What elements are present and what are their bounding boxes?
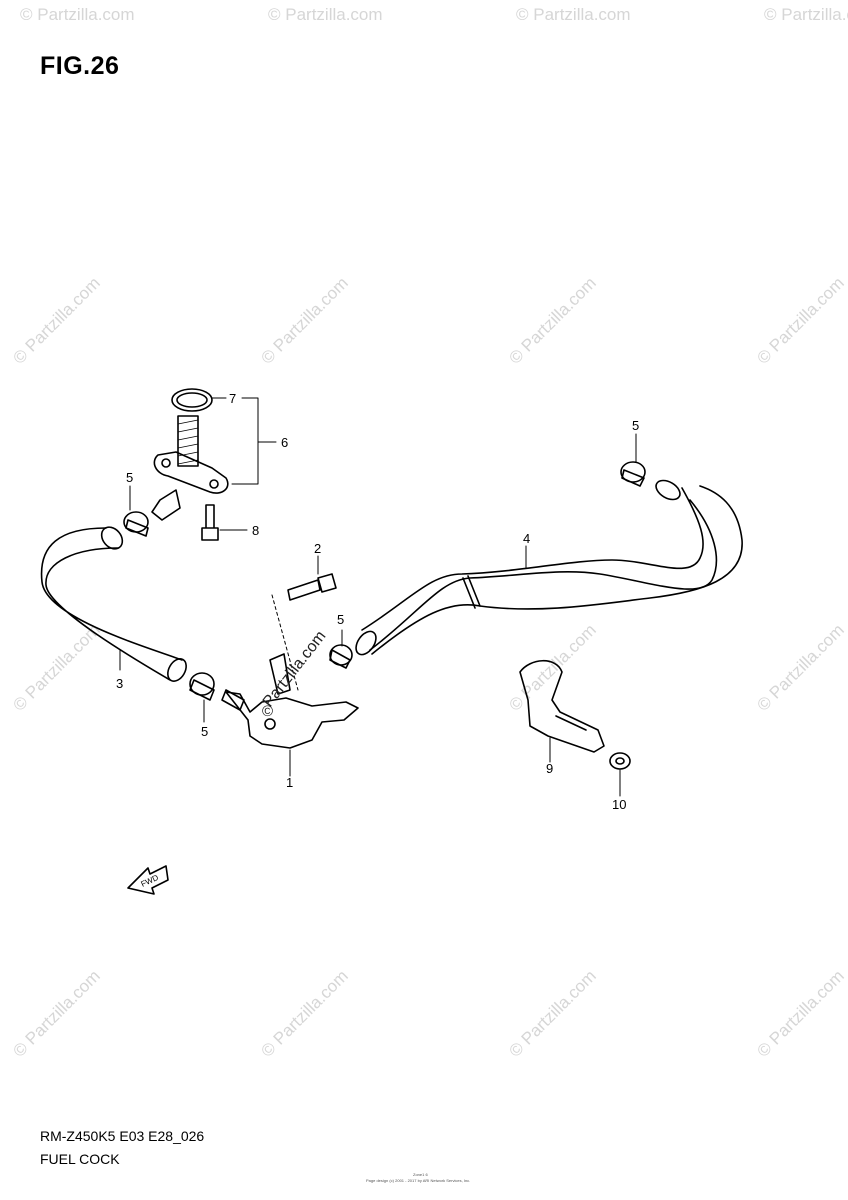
- fwd-arrow-icon: [127, 865, 169, 895]
- watermark: © Partzilla.com: [764, 5, 848, 24]
- callout-3: 3: [116, 676, 123, 691]
- page-credit-line1: Zone1 6: [413, 1172, 428, 1177]
- clamp-top-left: [123, 511, 149, 537]
- callout-9: 9: [546, 761, 553, 776]
- bolt: [201, 504, 219, 541]
- callout-6: 6: [281, 435, 288, 450]
- hose-left-end-top: [100, 526, 124, 550]
- fuel-cock-inlet: [221, 689, 245, 711]
- watermark: © Partzilla.com: [268, 5, 383, 24]
- callout-5: 5: [337, 612, 344, 627]
- bracket-slot: [555, 715, 587, 731]
- callout-5: 5: [126, 470, 133, 485]
- washer: [609, 752, 631, 770]
- screw: [287, 573, 337, 601]
- bracket: [519, 659, 605, 753]
- watermark: © Partzilla.com: [505, 273, 599, 367]
- hose-long-body: [371, 485, 743, 655]
- center-watermark-copyright: ©: [262, 703, 273, 720]
- fuel-cock-pivot: [264, 718, 276, 730]
- clamp-bottom-left: [189, 672, 215, 701]
- hose-long-end-left: [355, 630, 377, 656]
- watermark: © Partzilla.com: [505, 966, 599, 1060]
- hose-left: [40, 527, 183, 681]
- hose-long-end-right: [655, 479, 681, 501]
- callout-1: 1: [286, 775, 293, 790]
- clamp-top-right: [620, 461, 646, 487]
- watermark: © Partzilla.com: [9, 620, 103, 714]
- callout-5: 5: [632, 418, 639, 433]
- leader-lines: [119, 397, 637, 797]
- callout-2: 2: [314, 541, 321, 556]
- watermark: © Partzilla.com: [9, 273, 103, 367]
- fuel-cock-lever: [269, 653, 291, 695]
- figure-title: FIG.26: [40, 52, 120, 80]
- watermark: © Partzilla.com: [753, 273, 847, 367]
- hose-left-end-bottom: [167, 658, 187, 682]
- callout-5: 5: [201, 724, 208, 739]
- washer-hole: [615, 757, 625, 765]
- fuel-cock-body: [225, 691, 359, 749]
- filter-screen: [177, 415, 199, 467]
- model-code: RM-Z450K5 E03 E28_026: [40, 1128, 205, 1144]
- screw-leader: [271, 594, 299, 691]
- valve-flange: [153, 451, 229, 494]
- callout-8: 8: [252, 523, 259, 538]
- watermark: © Partzilla.com: [257, 273, 351, 367]
- section-name: FUEL COCK: [40, 1151, 120, 1167]
- flange-hole-left: [161, 458, 171, 468]
- center-watermark: Partzilla.com: [260, 628, 330, 711]
- o-ring-inner: [176, 392, 208, 408]
- hose-long: [361, 487, 718, 651]
- watermark: © Partzilla.com: [9, 966, 103, 1060]
- callout-10: 10: [612, 797, 626, 812]
- clamp-center: [329, 644, 353, 669]
- callout-7: 7: [229, 391, 236, 406]
- watermark: © Partzilla.com: [20, 5, 135, 24]
- watermark: © Partzilla.com: [753, 620, 847, 714]
- filter-screen-hatch: [177, 419, 199, 465]
- watermark: © Partzilla.com: [516, 5, 631, 24]
- watermark: © Partzilla.com: [257, 966, 351, 1060]
- watermark-layer: © Partzilla.com © Partzilla.com © Partzi…: [9, 5, 848, 1061]
- valve-outlet: [151, 489, 181, 521]
- callout-4: 4: [523, 531, 530, 546]
- flange-hole-right: [209, 479, 219, 489]
- page-credit-line2: Page design (c) 2001 - 2017 by ARI Netwo…: [366, 1178, 471, 1183]
- watermark: © Partzilla.com: [753, 966, 847, 1060]
- o-ring: [171, 388, 213, 412]
